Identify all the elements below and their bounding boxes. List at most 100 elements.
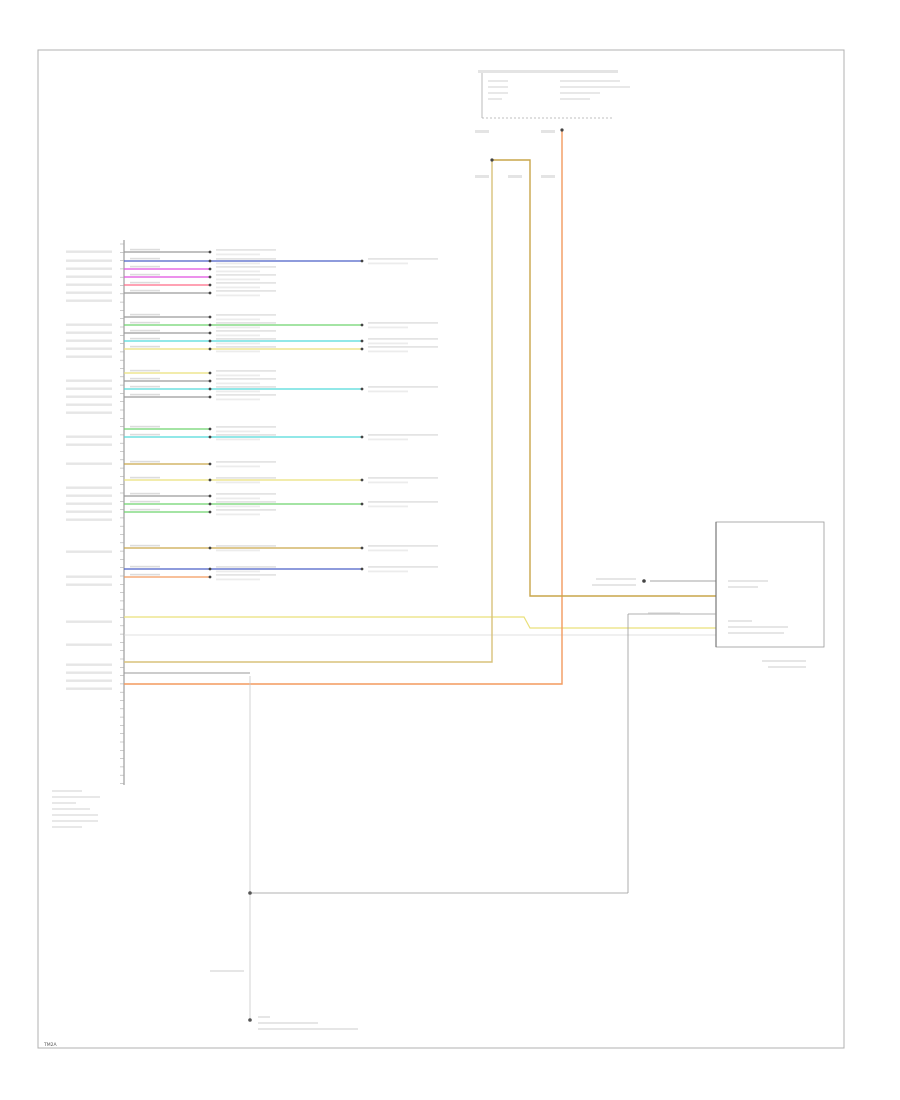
wire-label-bar: [130, 321, 160, 324]
destination-label-bar: [368, 326, 408, 329]
destination-label-bar: [216, 513, 260, 516]
wire-terminal: [208, 371, 212, 375]
top-connector: [475, 70, 630, 178]
wire-label-bar: [130, 544, 160, 547]
destination-label-bar: [368, 342, 408, 345]
destination-label-bar: [216, 334, 260, 337]
signal-name-bar: [66, 443, 112, 446]
signal-name-bar: [66, 259, 112, 262]
signal-name-bar: [66, 323, 112, 326]
wire-terminal: [360, 339, 364, 343]
signal-name-bar: [66, 299, 112, 302]
module-name-block: [52, 790, 100, 828]
wire-label-bar: [130, 565, 160, 568]
signal-name-bar: [66, 347, 112, 350]
wire-terminal: [360, 387, 364, 391]
destination-label-bar: [216, 505, 260, 508]
wire-terminal: [360, 502, 364, 506]
wire-label-bar: [130, 281, 160, 284]
wire-label-bar: [130, 313, 160, 316]
wire-terminal: [360, 435, 364, 439]
wire-terminal: [208, 250, 212, 254]
signal-name-bar: [66, 387, 112, 390]
wire-terminal: [560, 128, 564, 132]
wire-terminal: [208, 331, 212, 335]
wire-terminal: [360, 546, 364, 550]
splice-point: [248, 891, 252, 895]
signal-name-bar: [66, 583, 112, 586]
signal-name-bar: [66, 620, 112, 623]
destination-label-bar: [216, 386, 276, 388]
wire-terminal: [208, 291, 212, 295]
destination-label-bar: [368, 505, 408, 508]
wire-label-bar: [130, 248, 160, 251]
signal-name-bar: [66, 679, 112, 682]
destination-label-bar: [368, 545, 438, 547]
wire-label-bar: [130, 492, 160, 495]
wire: [124, 616, 716, 629]
destination-label-bar: [368, 501, 438, 503]
wire-terminal: [208, 395, 212, 399]
destination-label-bar: [368, 386, 438, 388]
destination-label-bar: [216, 322, 276, 324]
destination-label-bar: [216, 465, 260, 468]
destination-label-bar: [216, 497, 260, 500]
destination-label-bar: [368, 438, 408, 441]
wire-terminal: [208, 575, 212, 579]
destination-label-bar: [216, 290, 276, 292]
wire-terminal: [208, 478, 212, 482]
wire-terminal: [208, 546, 212, 550]
wire-terminal: [208, 435, 212, 439]
wire-runs: [124, 128, 716, 685]
destination-label-bar: [368, 566, 438, 568]
wire: [492, 159, 716, 597]
wire-label-bar: [130, 476, 160, 479]
wire-terminal: [208, 427, 212, 431]
destination-label-bar: [216, 270, 260, 273]
destination-label-bar: [216, 249, 276, 251]
destination-label-bar: [368, 477, 438, 479]
wire-label-bar: [130, 393, 160, 396]
signal-name-bar: [66, 575, 112, 578]
destination-label-bar: [368, 322, 438, 324]
signal-name-bar: [66, 379, 112, 382]
destination-label-bar: [216, 566, 276, 568]
wire: [124, 160, 493, 663]
wire-terminal: [360, 347, 364, 351]
destination-label-bar: [216, 282, 276, 284]
signal-name-bar: [66, 550, 112, 553]
ground-point: [248, 1018, 252, 1022]
destination-label-bar: [368, 390, 408, 393]
destination-label-bar: [216, 370, 276, 372]
wire-label-bar: [130, 273, 160, 276]
destination-label-bar: [216, 346, 276, 348]
signal-name-bar: [66, 411, 112, 414]
destination-label-bar: [216, 330, 276, 332]
signal-name-bar: [66, 663, 112, 666]
destination-label-bar: [368, 350, 408, 353]
wire-label-bar: [130, 508, 160, 511]
signal-name-bar: [66, 355, 112, 358]
destination-label-bar: [216, 314, 276, 316]
wire-terminal: [208, 462, 212, 466]
wire-terminal: [208, 323, 212, 327]
wire-terminal: [360, 567, 364, 571]
signal-name-bar: [66, 435, 112, 438]
destination-label-bar: [216, 570, 260, 573]
destination-label-bar: [216, 426, 276, 428]
destination-label-bar: [216, 262, 260, 265]
destination-label-bar: [216, 338, 276, 340]
wire-label-bar: [130, 425, 160, 428]
destination-label-bar: [216, 461, 276, 463]
destination-label-bar: [216, 509, 276, 511]
right-component: [592, 521, 825, 668]
signal-name-bar: [66, 250, 112, 253]
signal-name-bar: [66, 518, 112, 521]
destination-label-bar: [368, 262, 408, 265]
destination-label-bar: [216, 390, 260, 393]
ground-path: [210, 613, 716, 1030]
wire-terminal: [208, 347, 212, 351]
signal-name-bar: [66, 283, 112, 286]
destination-label-bar: [216, 481, 260, 484]
signal-name-bar: [66, 494, 112, 497]
